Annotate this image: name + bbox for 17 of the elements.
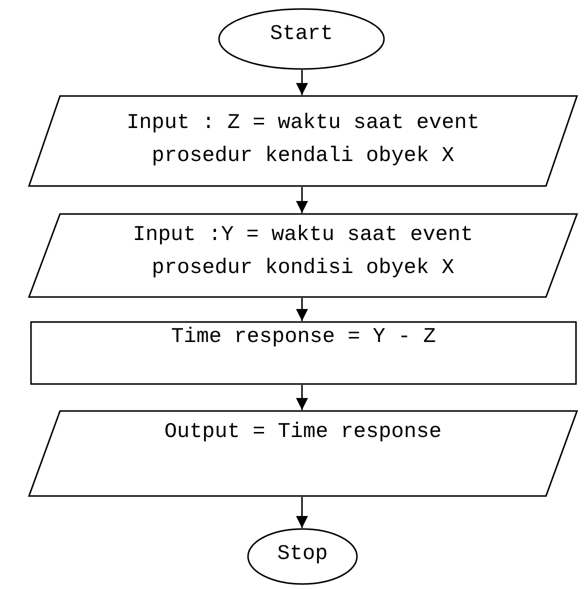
node-text: Stop bbox=[277, 542, 328, 568]
node-text: Time response = Y - Z bbox=[171, 325, 436, 351]
input-output-parallelogram bbox=[28, 410, 578, 497]
node-text: Input : Z = waktu saat event prosedur kendali obyek X bbox=[126, 111, 480, 170]
arrow bbox=[296, 298, 308, 321]
node-text: Output = Time response bbox=[164, 420, 442, 446]
node-text: Input :Y = waktu saat event prosedur kondisi obyek X bbox=[132, 223, 474, 282]
arrow bbox=[296, 385, 308, 410]
input-output-parallelogram bbox=[28, 213, 578, 298]
terminal-ellipse bbox=[247, 528, 358, 585]
process-box bbox=[30, 321, 577, 385]
terminal-ellipse bbox=[218, 8, 385, 70]
arrow bbox=[296, 497, 308, 528]
node-text: Start bbox=[270, 22, 333, 48]
arrow bbox=[296, 187, 308, 213]
arrow bbox=[296, 70, 308, 95]
input-output-parallelogram bbox=[28, 95, 578, 187]
